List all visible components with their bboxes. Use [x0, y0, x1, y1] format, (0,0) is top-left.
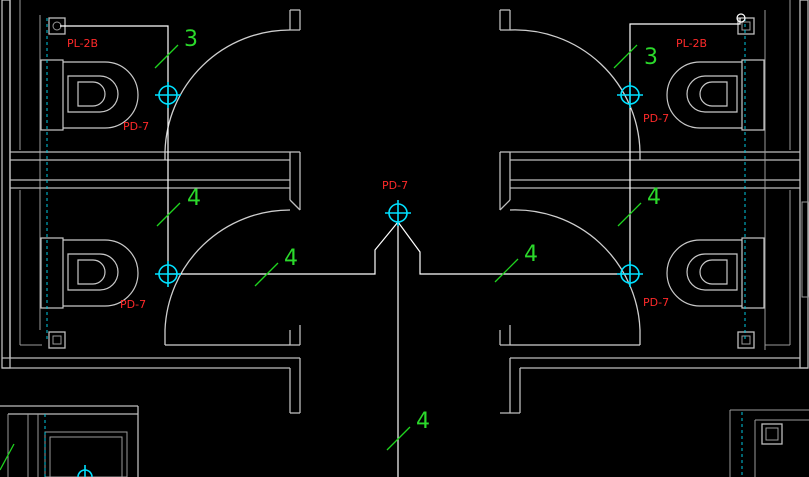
drain-symbol-right-bottom [617, 261, 643, 287]
label-pd-center: PD-7 [382, 179, 408, 192]
pipe-number-labels: 3 3 4 4 4 4 4 [184, 27, 661, 434]
drain-symbol-center [385, 200, 411, 226]
cyan-reference-lines [44, 18, 746, 477]
pipe-size-ticks [0, 44, 642, 471]
toilet-upper-right [666, 59, 765, 131]
drain-symbol-left-bottom [155, 261, 181, 287]
label-pd-right-top: PD-7 [643, 112, 669, 125]
label-pl-left: PL-2B [67, 37, 98, 50]
pipe-number-left-top: 3 [184, 27, 198, 52]
label-pd-left-top: PD-7 [123, 120, 149, 133]
floor-drain-symbols [77, 82, 643, 477]
drain-symbol-right-top [617, 82, 643, 108]
drain-symbol-left-top [155, 82, 181, 108]
toilet-lower-left [40, 237, 139, 309]
toilet-fixtures [40, 59, 765, 309]
pipe-number-bottom: 4 [416, 409, 430, 434]
pipe-number-center-left: 4 [284, 246, 298, 271]
pipe-number-right-mid: 4 [647, 185, 661, 210]
cleanout-boxes [48, 17, 755, 349]
label-pd-left-bottom: PD-7 [120, 298, 146, 311]
toilet-lower-right [666, 237, 765, 309]
label-pd-right-bottom: PD-7 [643, 296, 669, 309]
pipe-number-right-top: 3 [644, 45, 658, 70]
pipe-number-center-right: 4 [524, 242, 538, 267]
label-pl-right: PL-2B [676, 37, 707, 50]
toilet-upper-left [40, 59, 139, 131]
drain-symbol-bottom-left [77, 465, 93, 477]
fixture-labels: PL-2B PL-2B PD-7 PD-7 PD-7 PD-7 PD-7 [67, 37, 707, 311]
floor-drain-box-bottom-right [761, 423, 783, 445]
drain-pipes [60, 13, 746, 477]
pipe-number-left-mid: 4 [187, 186, 201, 211]
